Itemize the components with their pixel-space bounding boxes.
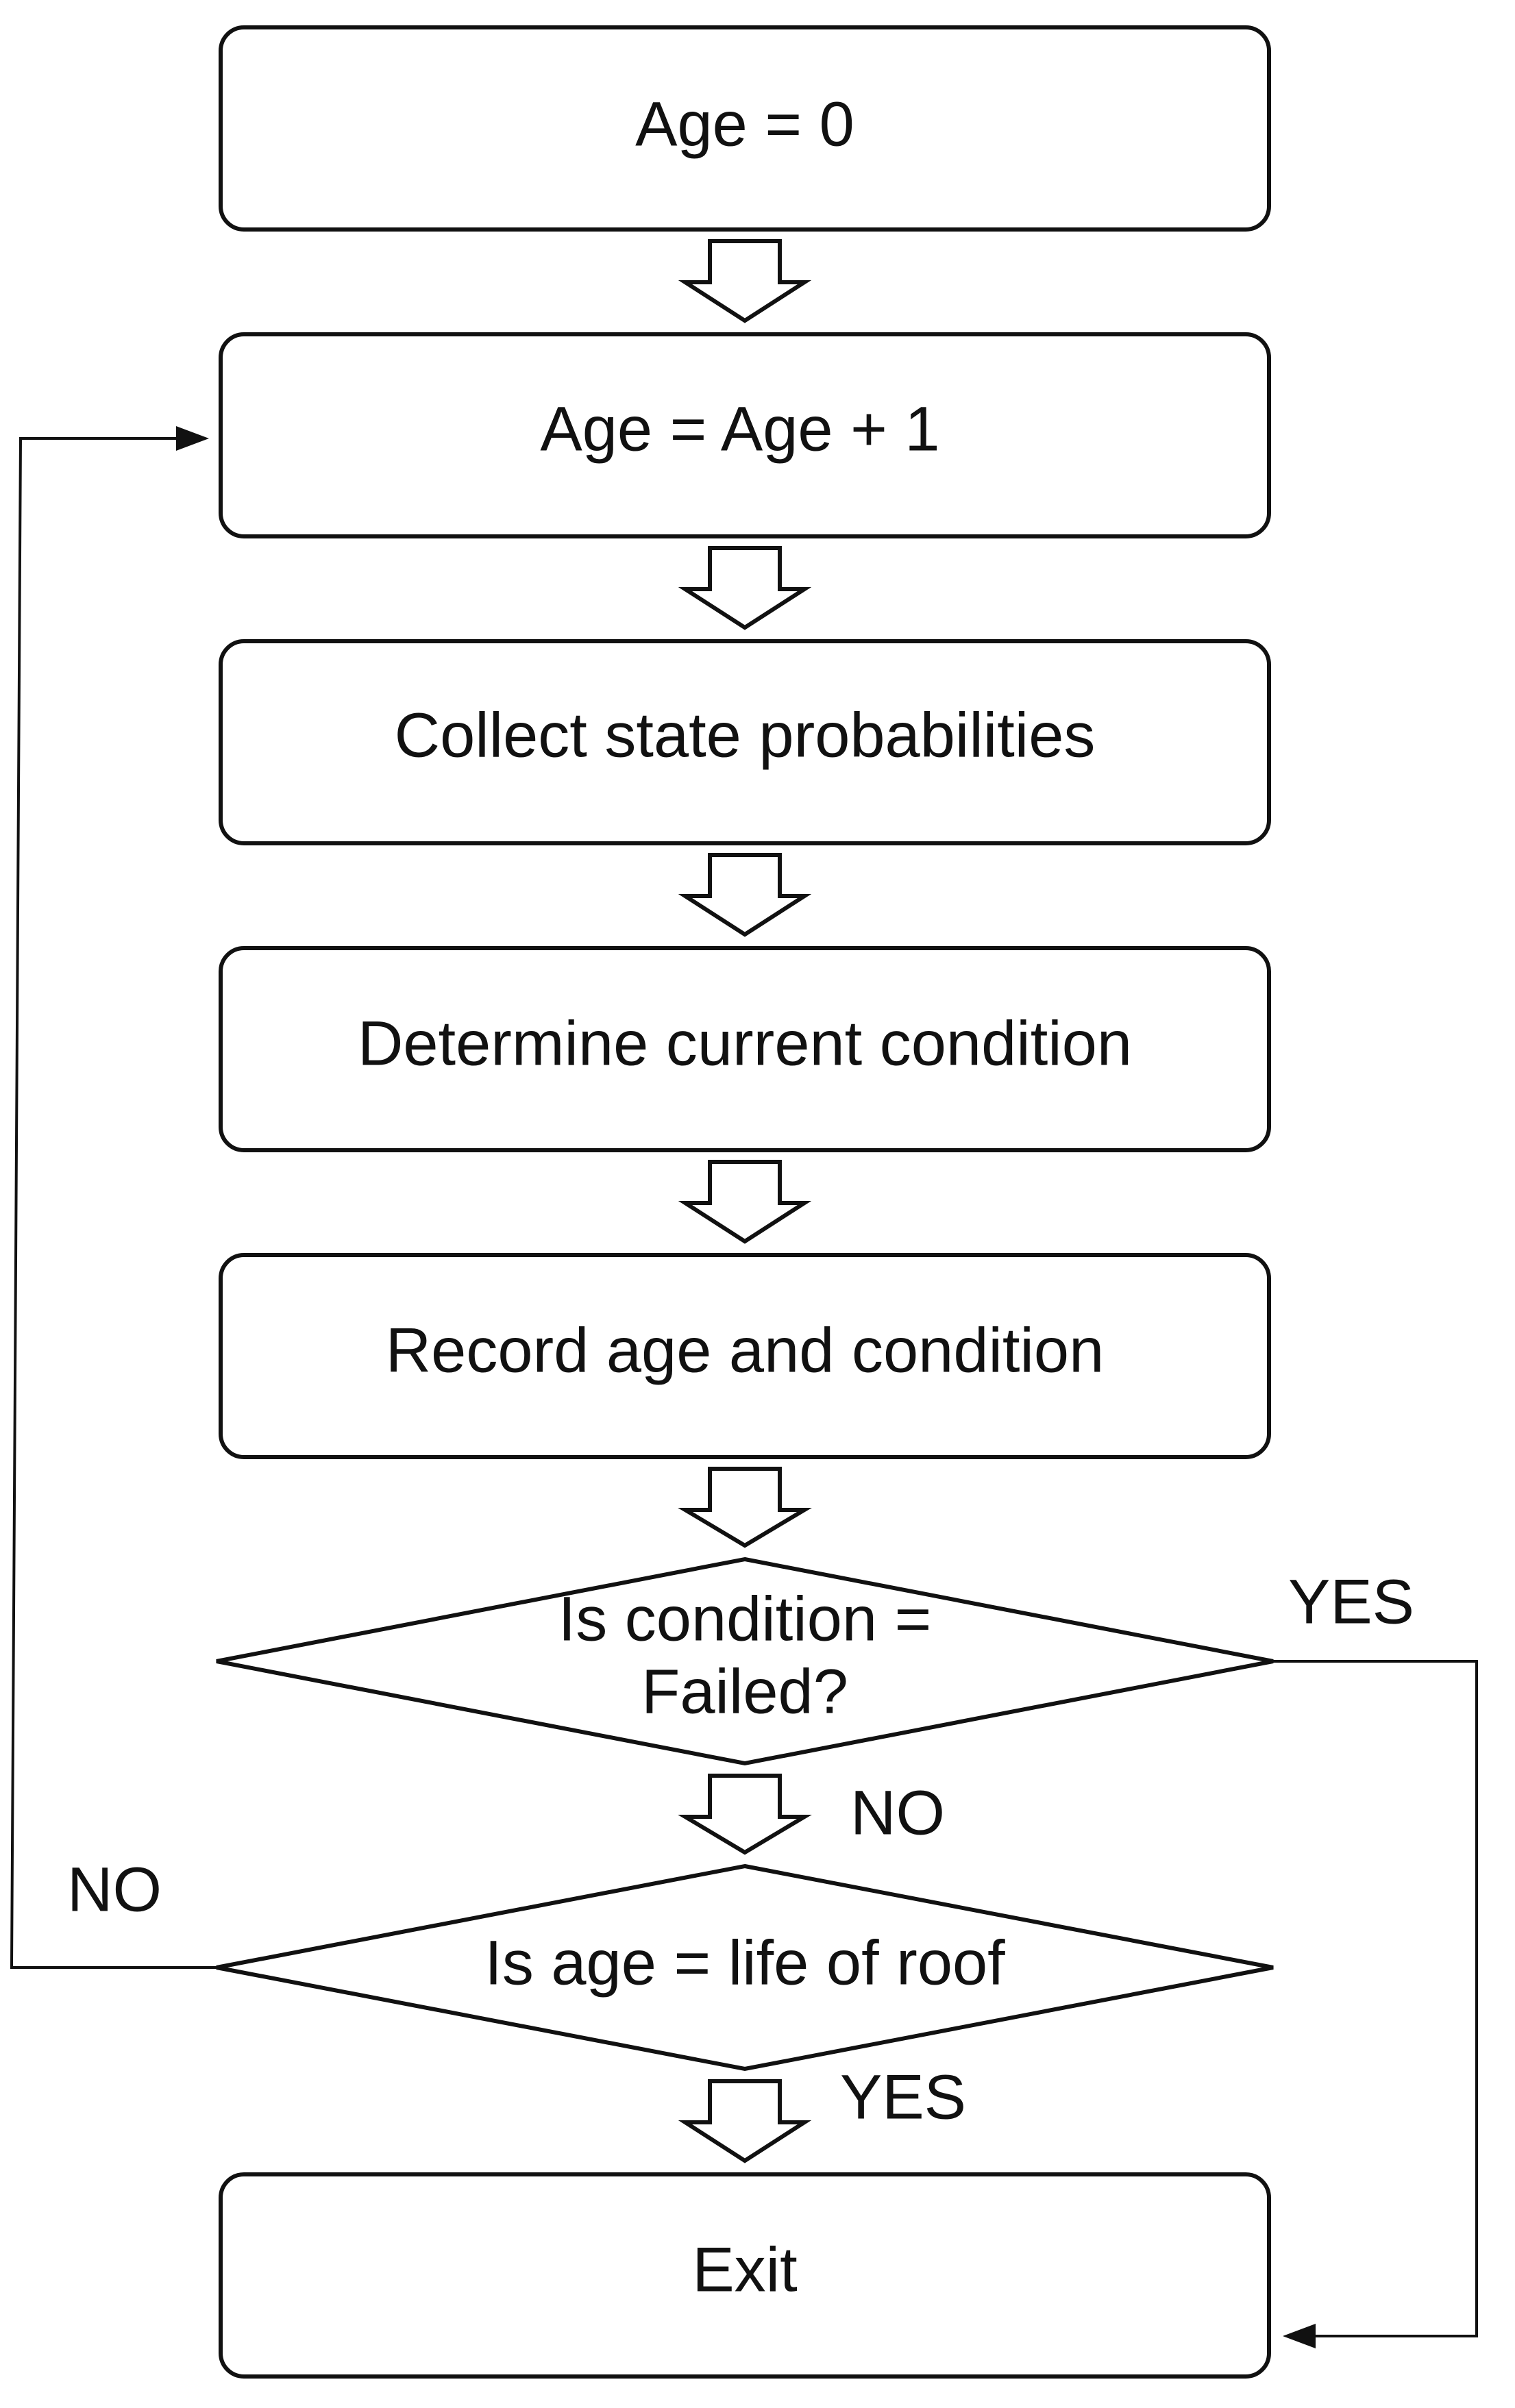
- step-determine-condition: Determine current condition: [219, 946, 1271, 1152]
- step-increment-age-label: Age = Age + 1: [540, 394, 939, 464]
- decision-failed-no-label: NO: [850, 1778, 945, 1848]
- yes-connector-failed-to-exit: [1273, 1660, 1478, 2337]
- step-determine-condition-label: Determine current condition: [358, 1008, 1132, 1078]
- decision-life-no-label: NO: [67, 1854, 162, 1924]
- decision-failed-check-diamond: [216, 1556, 1274, 1766]
- step-age-zero-box: [219, 25, 1271, 232]
- decision-life-check-diamond: [216, 1863, 1274, 2072]
- step-record-age-condition: Record age and condition: [219, 1253, 1271, 1459]
- decision-life-check-label: Is age = life of roof: [484, 1928, 1005, 1998]
- step-exit: Exit: [219, 2172, 1271, 2379]
- step-exit-box: [219, 2172, 1271, 2379]
- block-arrow-5: [678, 1467, 812, 1548]
- yes-connector-arrowhead: [1283, 2324, 1316, 2348]
- block-arrow-2: [678, 546, 812, 630]
- no-connector-arrowhead: [176, 426, 209, 451]
- step-determine-condition-box: [219, 946, 1271, 1152]
- step-collect-probabilities-label: Collect state probabilities: [395, 700, 1096, 770]
- no-connector-loop-back: [10, 437, 217, 1969]
- block-arrow-4: [678, 1160, 812, 1244]
- decision-failed-check-line1: Is condition =: [558, 1584, 932, 1654]
- step-collect-probabilities: Collect state probabilities: [219, 639, 1271, 845]
- step-age-zero-label: Age = 0: [635, 89, 854, 159]
- decision-failed-check: Is condition = Failed?: [216, 1556, 1274, 1766]
- step-age-zero: Age = 0: [219, 25, 1271, 232]
- block-arrow-1: [678, 239, 812, 323]
- decision-failed-check-line2: Failed?: [641, 1656, 848, 1726]
- step-collect-probabilities-box: [219, 639, 1271, 845]
- step-exit-label: Exit: [692, 2235, 797, 2305]
- step-increment-age-box: [219, 332, 1271, 538]
- decision-life-check: Is age = life of roof: [216, 1863, 1274, 2072]
- block-arrow-3: [678, 853, 812, 937]
- step-record-age-condition-label: Record age and condition: [386, 1315, 1105, 1385]
- decision-failed-yes-label: YES: [1288, 1567, 1414, 1637]
- decision-life-yes-label: YES: [840, 2062, 966, 2132]
- step-increment-age: Age = Age + 1: [219, 332, 1271, 538]
- block-arrow-7: [678, 2079, 812, 2163]
- block-arrow-6: [678, 1774, 812, 1855]
- step-record-age-condition-box: [219, 1253, 1271, 1459]
